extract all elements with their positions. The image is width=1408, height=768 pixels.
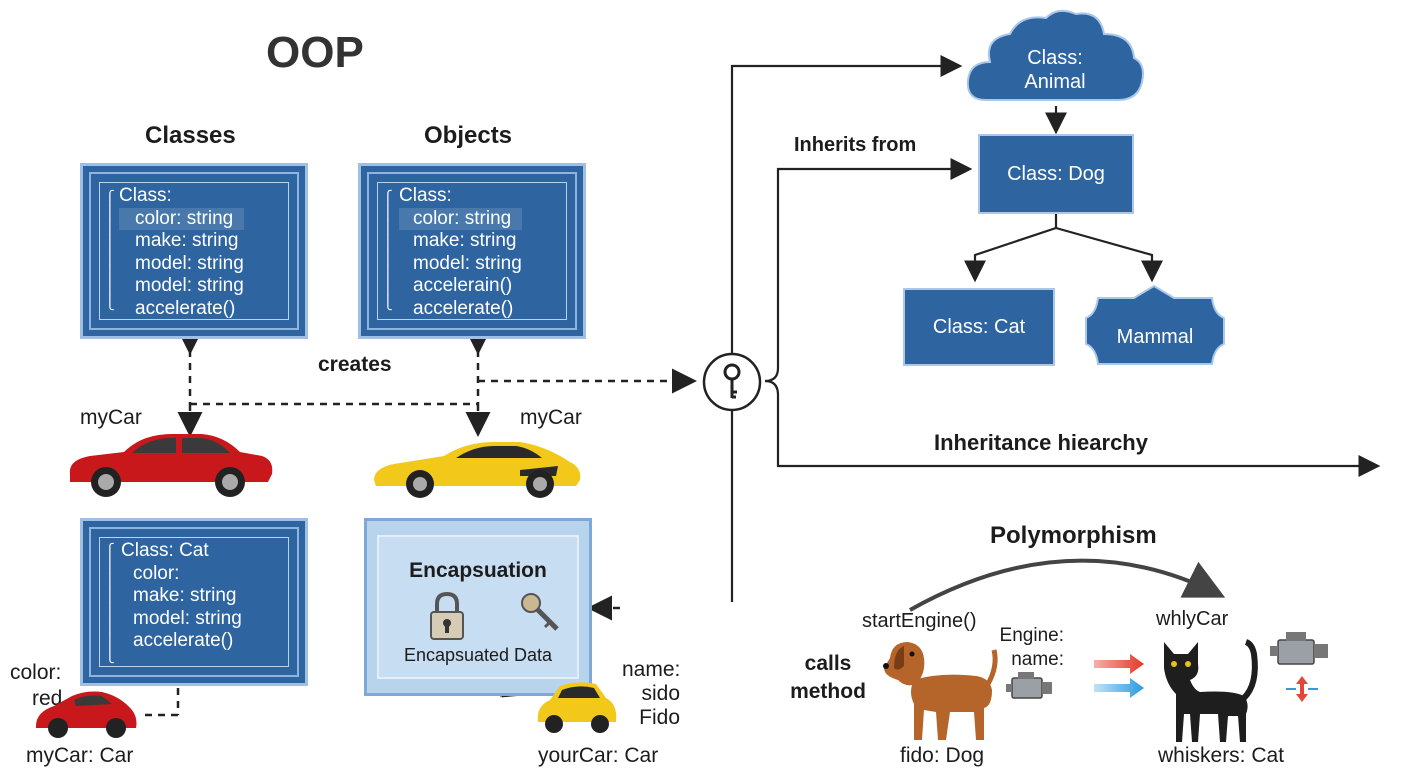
creates-connector <box>142 330 697 717</box>
color-label: color: <box>10 661 62 684</box>
brace-icon: ⎧⎪⎪⎪⎪⎪⎪⎩ <box>105 543 115 663</box>
inheritance-hierarchy-label: Inheritance hiearchy <box>934 430 1148 455</box>
key-icon <box>521 593 559 631</box>
encapsulation-title: Encapsuation <box>409 559 547 582</box>
red-blue-arrows-icon <box>1094 654 1144 698</box>
name-value-fido: Fido <box>639 706 680 729</box>
cat-class-panel: ⎧⎪⎪⎪⎪⎪⎪⎩ Class: Cat color: make: string … <box>80 518 308 686</box>
fido-caption: fido: Dog <box>900 744 985 767</box>
dog-icon <box>883 642 998 740</box>
code-line: model: string <box>133 607 242 629</box>
yellow-compact-car-icon <box>537 682 617 733</box>
objects-code: Class: color: string make: string model:… <box>399 185 522 320</box>
objects-heading: Objects <box>424 122 513 149</box>
code-line: color: string <box>399 207 522 230</box>
objects-panel: ⎧⎪⎪⎪⎪⎪⎪⎩ Class: color: string make: stri… <box>358 163 586 339</box>
mammal-shape-icon <box>1085 284 1225 365</box>
color-value: red <box>32 687 63 710</box>
whiskers-caption: whiskers: Cat <box>1158 744 1285 767</box>
mycar-right-label: myCar <box>520 406 582 429</box>
dog-class-box: Class: Dog <box>978 134 1134 214</box>
key-circle-icon <box>702 352 762 412</box>
creates-label: creates <box>318 353 392 376</box>
code-line: accelerate() <box>133 630 234 651</box>
name-label: name: <box>622 658 681 681</box>
yellow-sports-car-icon <box>374 442 581 498</box>
animal-class-label: Class: Animal <box>962 46 1148 94</box>
code-line: Class: Cat <box>121 540 209 561</box>
encapsulation-panel: Encapsuation Encapsuated Data <box>364 518 592 696</box>
code-line: color: <box>133 562 180 584</box>
code-line: accelerate() <box>413 297 514 319</box>
code-line: make: string <box>133 585 237 606</box>
calls-method-label: calls method <box>788 650 868 706</box>
brace-icon: ⎧⎪⎪⎪⎪⎪⎪⎩ <box>383 190 393 310</box>
red-sports-car-icon <box>36 691 137 738</box>
code-line: accelerain() <box>413 275 513 296</box>
classes-panel: ⎧⎪⎪⎪⎪⎪⎪⎩ Class: color: string make: stri… <box>80 163 308 339</box>
engine-name-label: Engine: name: <box>998 624 1064 672</box>
animal-class-line1: Class: <box>1027 47 1083 69</box>
name-line: name: <box>1011 649 1064 670</box>
code-line: Class: <box>399 185 452 206</box>
padlock-icon <box>430 591 464 640</box>
polymorphism-arrow <box>909 558 1226 612</box>
method-line: method <box>790 680 866 703</box>
cat-class-code: Class: Cat color: make: string model: st… <box>121 540 242 653</box>
engine-icon <box>1270 632 1328 665</box>
polymorphism-title: Polymorphism <box>990 522 1157 549</box>
inheritance-connector <box>730 55 1381 602</box>
code-line: make: string <box>413 230 517 251</box>
code-line: model: string <box>413 252 522 274</box>
engine-line: Engine: <box>999 625 1064 646</box>
page-title: OOP <box>266 28 364 77</box>
whlycar-label: whlyCar <box>1156 608 1229 630</box>
code-line: accelerate() <box>135 297 236 319</box>
brace-icon: ⎧⎪⎪⎪⎪⎪⎪⎩ <box>105 190 115 310</box>
code-line: Class: <box>119 185 172 206</box>
name-value-sido: sido <box>641 682 680 705</box>
animal-class-line2: Animal <box>1024 71 1086 93</box>
engine-icon <box>1006 672 1052 699</box>
code-line: make: string <box>135 230 239 251</box>
cat-class-box: Class: Cat <box>903 288 1055 366</box>
inherits-from-label: Inherits from <box>794 134 917 156</box>
up-down-arrows-icon <box>1286 676 1318 702</box>
cloud-shape-icon <box>966 9 1144 101</box>
name-label-group: name: sido Fido <box>622 658 680 730</box>
black-cat-icon <box>1164 639 1258 742</box>
mycar-left-label: myCar <box>80 406 142 429</box>
red-sedan-car-icon <box>69 434 273 497</box>
encapsulated-data-label: Encapsuated Data <box>403 645 553 665</box>
classes-heading: Classes <box>145 122 236 149</box>
color-label-group: color: red <box>10 660 62 712</box>
code-line: model: string <box>135 252 244 274</box>
code-line: color: string <box>119 207 244 230</box>
calls-line: calls <box>804 652 852 675</box>
start-engine-label: startEngine() <box>862 610 977 632</box>
mycar-caption: myCar: Car <box>26 744 134 767</box>
code-line: model: string <box>135 275 244 296</box>
classes-code: Class: color: string make: string model:… <box>119 185 244 320</box>
mammal-label: Mammal <box>1116 326 1194 348</box>
yourcar-caption: yourCar: Car <box>538 744 659 767</box>
